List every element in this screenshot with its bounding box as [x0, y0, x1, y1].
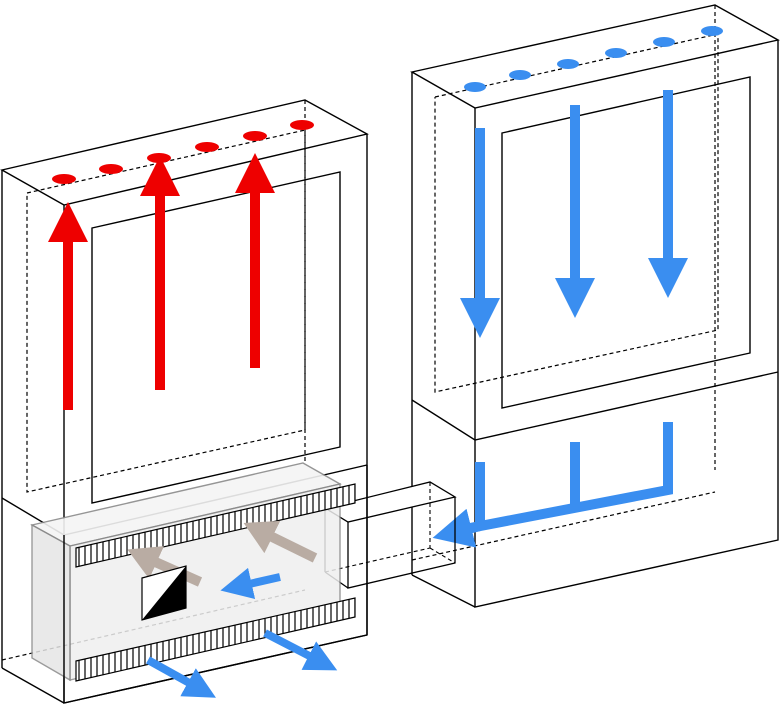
return-flow-arrow — [220, 567, 281, 600]
fan-icon — [141, 565, 187, 621]
left-unit-outlet-ports — [52, 120, 314, 184]
right-unit-top-face — [410, 4, 780, 109]
inlet-port — [464, 82, 486, 92]
right-unit — [410, 4, 780, 608]
outlet-port — [290, 120, 314, 130]
discharge-flow-arrow — [146, 656, 216, 698]
collector-outlet-arrow — [432, 508, 482, 548]
inlet-port — [701, 26, 723, 36]
right-unit-split-line — [411, 371, 779, 441]
inlet-port — [509, 70, 531, 80]
collector-flow-arrow — [469, 422, 673, 533]
outlet-port — [147, 153, 171, 163]
right-unit-cold-flow — [432, 90, 688, 548]
left-unit-top-face — [0, 99, 369, 206]
right-unit-front-edge — [474, 40, 779, 608]
internal-flow — [127, 520, 318, 587]
inlet-port — [653, 37, 675, 47]
inlet-port — [557, 59, 579, 69]
outlet-port — [195, 142, 219, 152]
outlet-port — [99, 164, 123, 174]
inlet-port — [605, 48, 627, 58]
discharge-flow — [146, 567, 338, 698]
outlet-port — [243, 131, 267, 141]
lower-grille — [75, 597, 356, 682]
right-unit-inlet-ports — [464, 26, 723, 92]
outlet-port — [52, 174, 76, 184]
right-unit-inner-frame — [501, 76, 751, 409]
discharge-flow-arrow — [263, 629, 338, 671]
internal-flow-arrow — [243, 520, 318, 563]
left-unit-hot-flow — [48, 153, 275, 410]
left-unit-inner-frame — [91, 171, 341, 504]
internal-flow-arrow — [127, 546, 203, 587]
